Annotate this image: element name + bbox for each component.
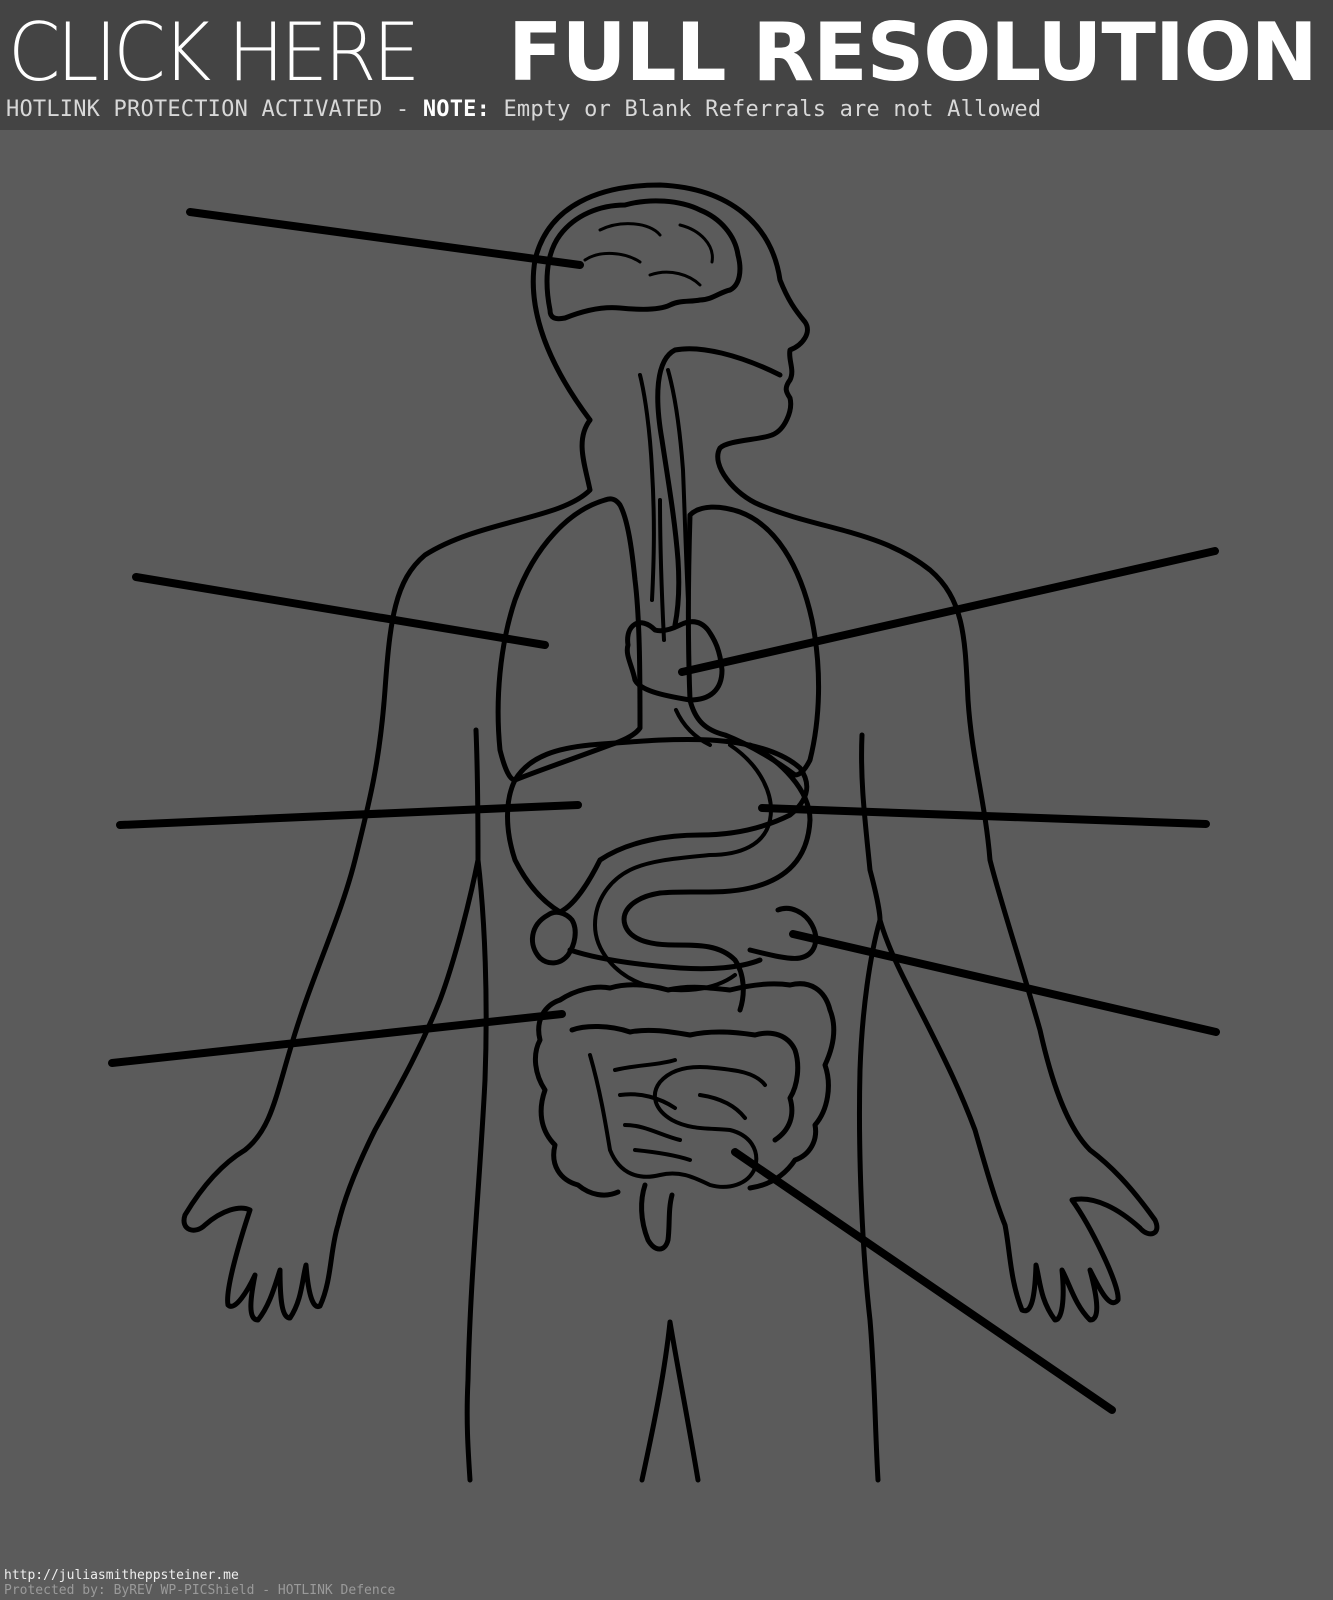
body-crotch — [639, 1319, 701, 1483]
body-outline-left — [181, 417, 593, 1483]
heart — [624, 619, 725, 703]
left-lung — [495, 496, 643, 783]
full-resolution-text[interactable]: FULL RESOLUTION — [508, 6, 1318, 99]
stomach-inner — [593, 743, 773, 993]
leader-line-lung — [132, 573, 549, 649]
esophagus — [655, 346, 783, 628]
brain — [544, 198, 743, 322]
banner-subline: HOTLINK PROTECTION ACTIVATED - NOTE: Emp… — [6, 96, 1331, 124]
left-arm-inner — [473, 727, 481, 863]
hotlink-banner[interactable]: CLICK HERE FULL RESOLUTION HOTLINK PROTE… — [0, 0, 1333, 130]
rectum — [639, 1182, 675, 1252]
banner-headline[interactable]: CLICK HERE FULL RESOLUTION — [8, 8, 1328, 98]
pancreas — [567, 905, 819, 972]
leader-line-brain — [186, 208, 584, 269]
leader-line-heart — [678, 547, 1219, 676]
note-text: Empty or Blank Referrals are not Allowed — [490, 97, 1042, 122]
large-intestine — [532, 981, 837, 1198]
leader-line-stomach — [758, 804, 1210, 828]
gallbladder — [530, 909, 578, 966]
note-label: NOTE: — [422, 97, 491, 122]
brain-folds — [583, 222, 714, 287]
hotlink-text: HOTLINK PROTECTION ACTIVATED - — [6, 97, 423, 122]
stomach — [621, 742, 813, 1013]
body-outline — [530, 182, 1160, 1483]
liver — [505, 736, 810, 915]
leader-lines — [108, 208, 1220, 1414]
leader-line-liver — [116, 801, 582, 829]
leader-line-small-intestine — [731, 1148, 1116, 1414]
footer-url[interactable]: http://juliasmitheppsteiner.me — [4, 1568, 239, 1583]
leader-line-pancreas — [789, 930, 1220, 1036]
body-organs-diagram — [108, 182, 1220, 1483]
right-lung — [686, 504, 822, 778]
click-here-text[interactable]: CLICK HERE — [8, 6, 420, 99]
right-arm-inner — [859, 732, 883, 923]
esophagus-lower — [658, 498, 712, 747]
footer-protection: Protected by: ByREV WP-PICShield - HOTLI… — [4, 1583, 396, 1598]
small-intestine — [588, 1053, 767, 1189]
leader-line-large-intestine — [108, 1010, 566, 1067]
footer: http://juliasmitheppsteiner.me Protected… — [4, 1568, 704, 1598]
